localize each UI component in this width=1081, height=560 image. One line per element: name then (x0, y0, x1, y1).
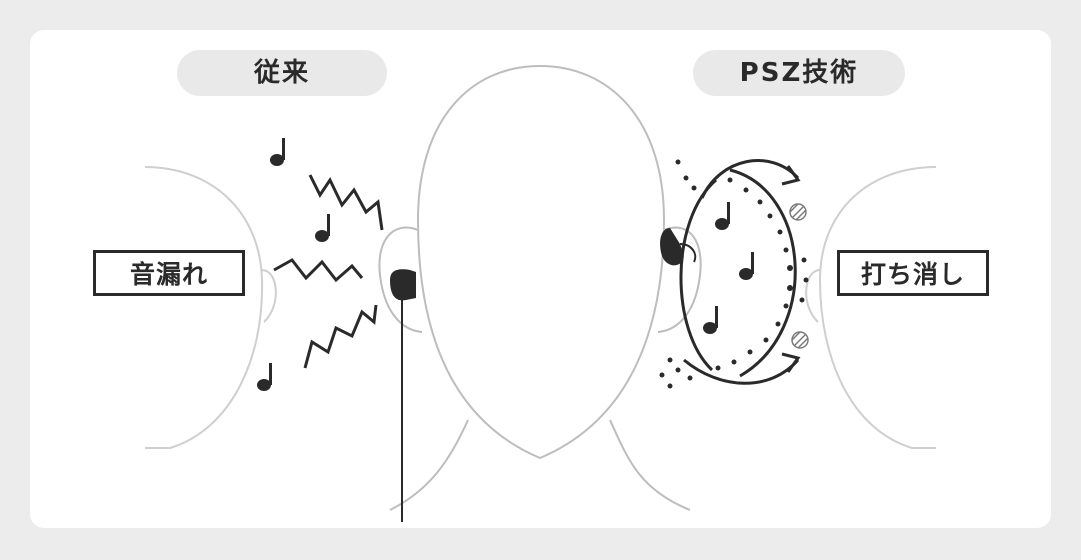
illustration-panel: 従来 PSZ技術 音漏れ 打ち消し (30, 30, 1051, 528)
sound-wave-icon (274, 175, 382, 368)
right-listener-head (806, 167, 936, 448)
music-note-icon (703, 202, 754, 334)
cancellation-label: 打ち消し (837, 250, 989, 296)
psz-technology-label: PSZ技術 (693, 50, 905, 96)
cancelled-note-icon (790, 204, 808, 348)
sound-leak-label: 音漏れ (93, 250, 245, 296)
earphone-icon (390, 269, 416, 522)
central-head (379, 66, 700, 510)
conventional-label: 従来 (177, 50, 387, 96)
left-listener-head (145, 167, 276, 448)
